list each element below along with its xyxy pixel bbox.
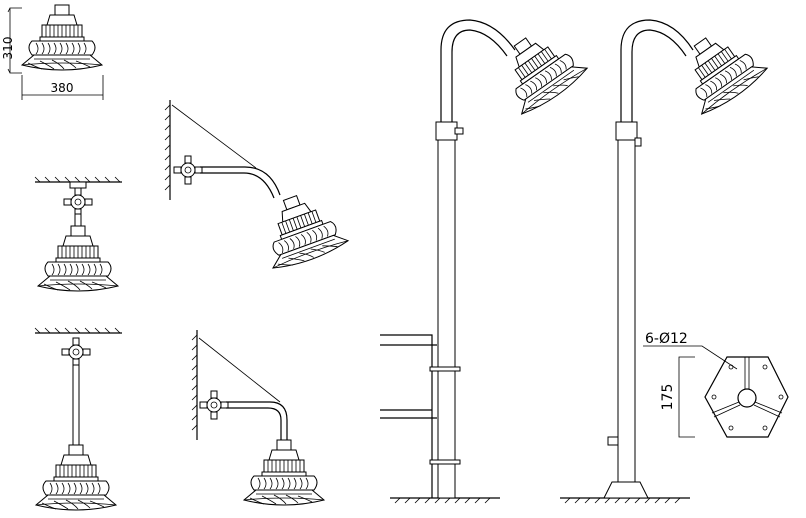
pole-lamp-base-plate	[560, 18, 771, 504]
width-dimension-line	[21, 75, 104, 100]
ceiling-mount-lamp	[34, 176, 122, 292]
plate-height-label: 175	[660, 384, 676, 411]
pole-lamp-wall-bracket	[380, 18, 591, 504]
wall-mount-lamp-pendant	[191, 330, 325, 506]
ceiling-pendant-lamp	[34, 327, 122, 511]
hole-leader-line	[643, 345, 738, 370]
bolt-holes-label: 6-Ø12	[645, 331, 688, 347]
base-plate-detail: 6-Ø12 175	[643, 331, 789, 438]
lamp-dimension-view: 310 380	[1, 4, 104, 100]
width-label: 380	[51, 81, 74, 95]
wall-mount-lamp-angled	[164, 100, 351, 274]
height-label: 310	[1, 37, 15, 60]
height-dimension-line	[7, 7, 22, 74]
plate-dimension-line	[678, 356, 695, 438]
